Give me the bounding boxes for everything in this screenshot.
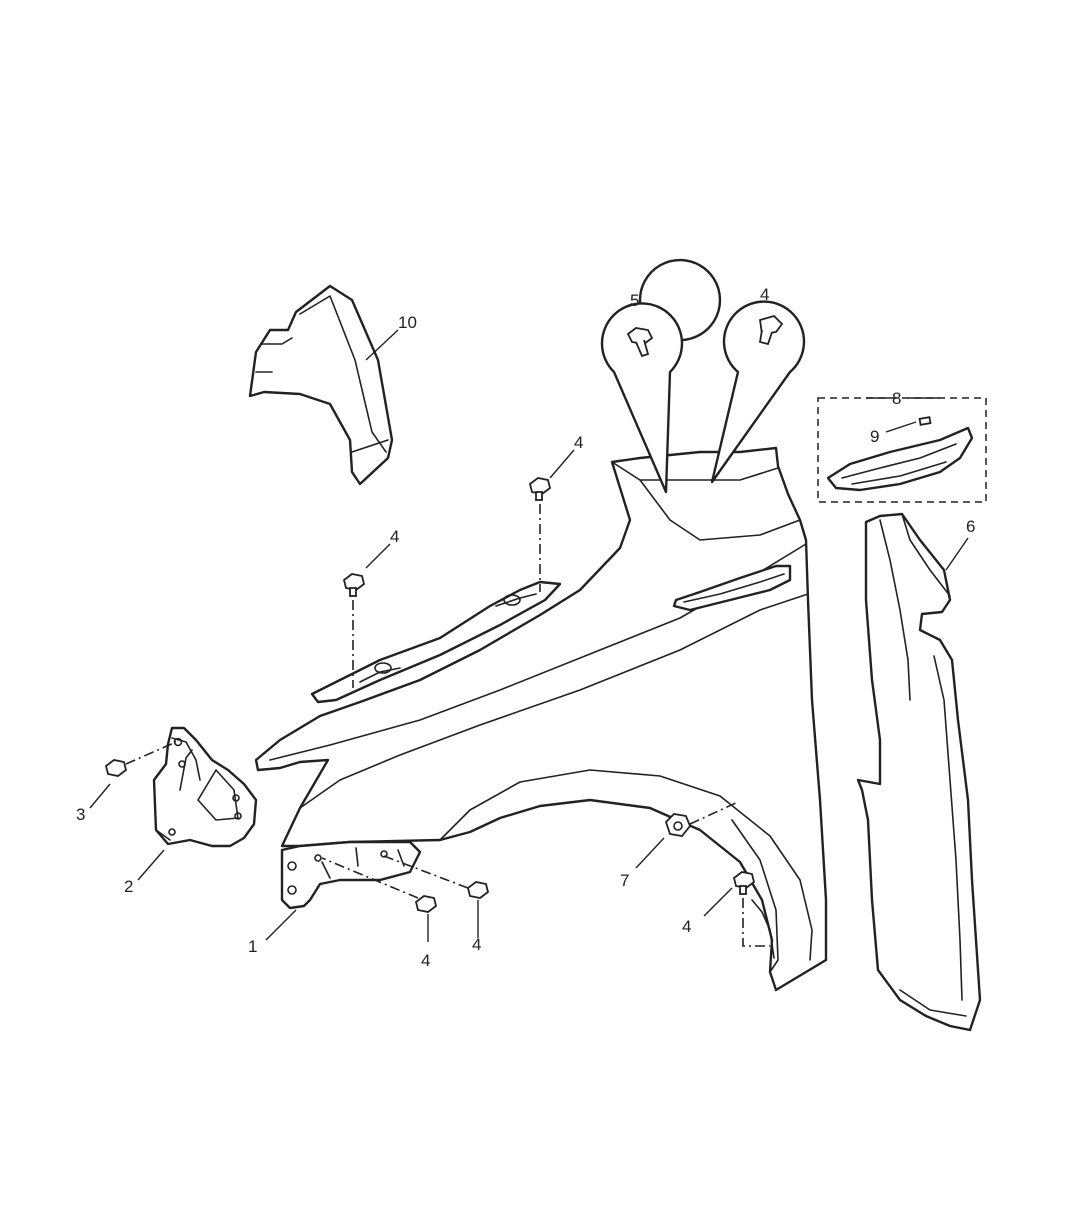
callout-10: 10 <box>398 313 417 332</box>
side-marker-group <box>817 397 987 503</box>
nut-7 <box>664 801 739 837</box>
callout-4-bottom-a: 4 <box>421 951 430 970</box>
callout-2: 2 <box>124 877 133 896</box>
bracket-part <box>152 726 258 848</box>
callout-4-detail: 4 <box>760 285 769 304</box>
callout-5: 5 <box>630 291 639 310</box>
bolt-top-left <box>342 573 366 688</box>
callout-8: 8 <box>892 389 901 408</box>
bulb-icon <box>918 416 932 426</box>
callout-4-top-mid: 4 <box>574 433 583 452</box>
callout-7: 7 <box>620 871 629 890</box>
bolt-bottom-a <box>321 857 438 913</box>
callout-4-top-left: 4 <box>390 527 399 546</box>
callout-9: 9 <box>870 427 879 446</box>
insulator-part <box>856 512 982 1032</box>
callout-4-wheel-arch: 4 <box>682 917 691 936</box>
callout-6: 6 <box>966 517 975 536</box>
callout-3: 3 <box>76 805 85 824</box>
fender-extension-part <box>248 284 394 486</box>
callout-1: 1 <box>248 937 257 956</box>
bracket-bolt <box>104 741 177 777</box>
bolt-wheel-arch <box>732 871 770 947</box>
bolt-top-mid <box>528 477 552 592</box>
detail-bubble-4 <box>710 300 806 484</box>
callout-4-bottom-b: 4 <box>472 935 481 954</box>
bolt-bottom-b <box>383 855 490 899</box>
fender-part <box>254 446 828 992</box>
detail-bubble-5 <box>600 258 722 494</box>
